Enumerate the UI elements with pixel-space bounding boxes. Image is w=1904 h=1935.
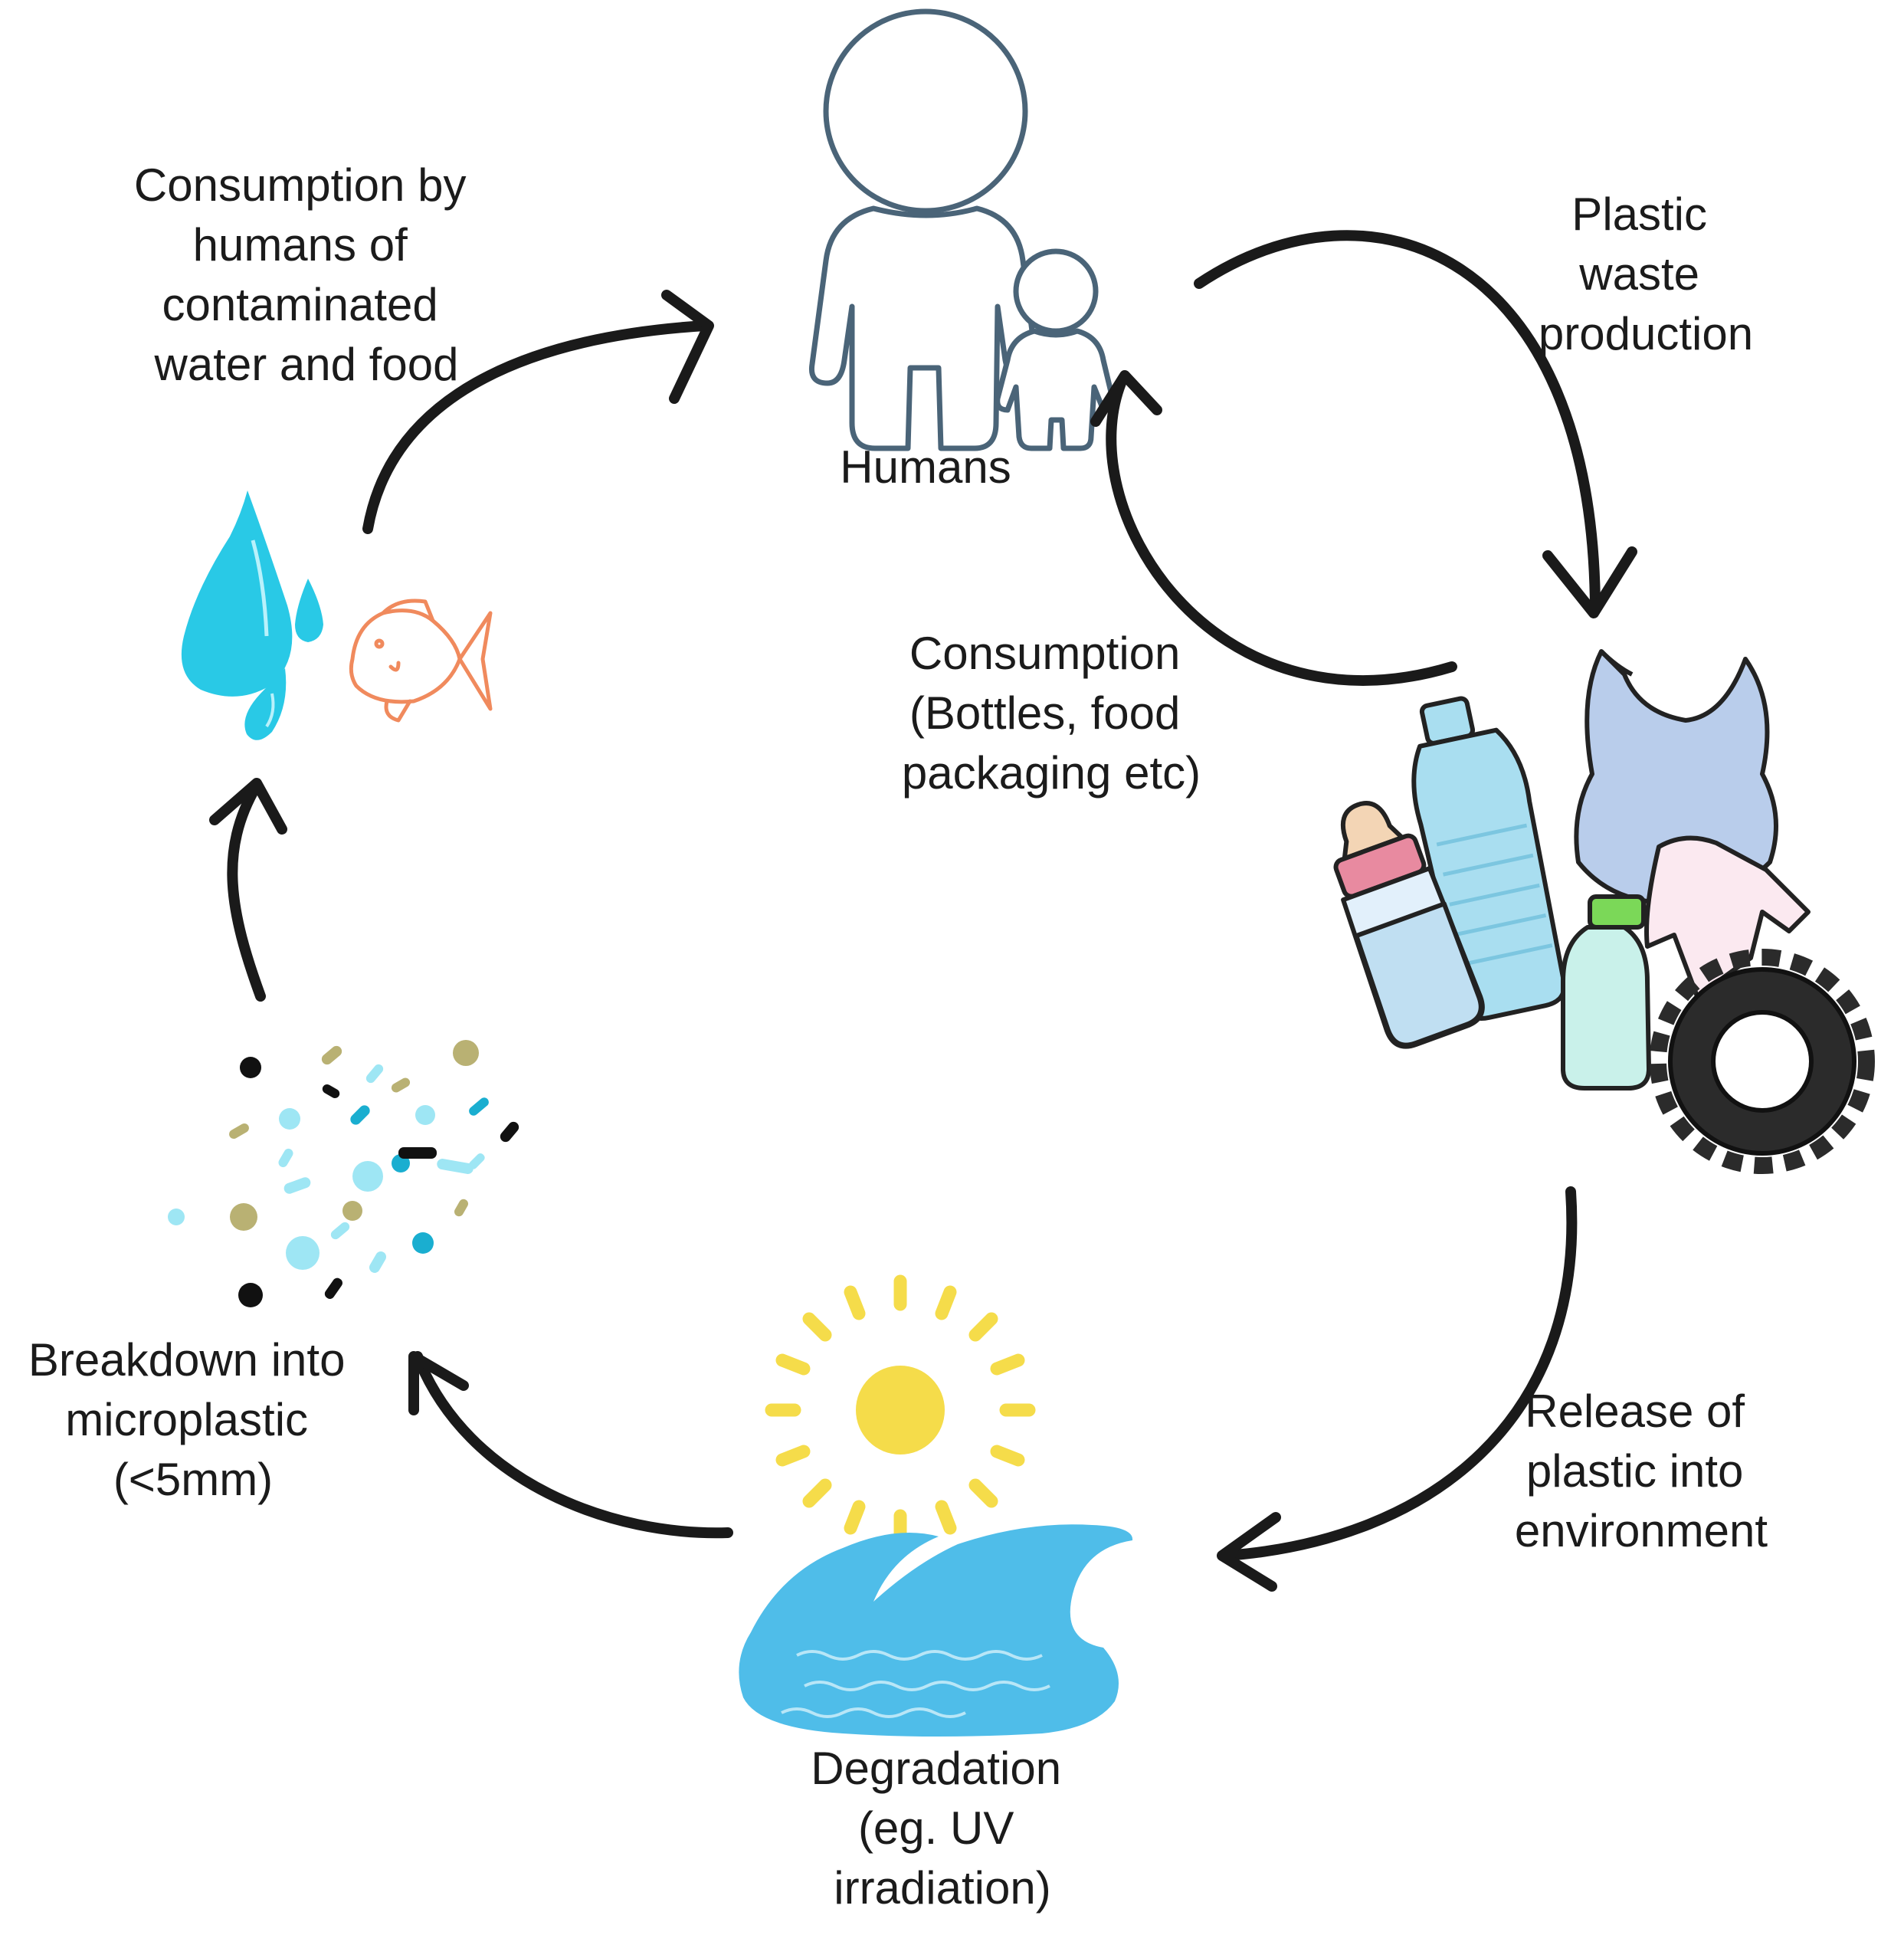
cycle-arrows bbox=[209, 230, 1637, 1592]
arrow-waste-to-environment bbox=[1221, 1186, 1578, 1561]
label-humans: Humans bbox=[840, 441, 1011, 493]
label-consumption-products: Consumption (Bottles, food packaging etc… bbox=[902, 628, 1201, 799]
wave-icon bbox=[739, 1524, 1133, 1737]
label-consumption-by-humans: Consumption by humans of contaminated wa… bbox=[134, 159, 479, 390]
tire-icon bbox=[1650, 949, 1875, 1174]
shirt-icon bbox=[1644, 835, 1811, 999]
arrow-waste-to-humans bbox=[1106, 374, 1457, 686]
water-drop-icon bbox=[181, 490, 323, 740]
label-breakdown-microplastic: Breakdown into microplastic (<5mm) bbox=[28, 1334, 358, 1505]
arrow-degradation-to-microplastic bbox=[412, 1351, 733, 1539]
baby-bottle-icon bbox=[1333, 801, 1485, 1049]
humans-icon bbox=[808, 8, 1116, 451]
fish-icon bbox=[349, 599, 493, 723]
plastic-waste-icon bbox=[1333, 649, 1875, 1174]
arrow-microplastic-to-water bbox=[227, 780, 266, 1002]
microplastic-icon bbox=[168, 1040, 519, 1307]
detergent-bottle-icon bbox=[1561, 894, 1651, 1090]
arrow-water-to-humans bbox=[362, 320, 710, 534]
label-release-into-environment: Release of plastic into environment bbox=[1515, 1386, 1768, 1556]
label-plastic-waste-production: Plastic waste production bbox=[1539, 189, 1753, 359]
sun-icon bbox=[765, 1274, 1036, 1546]
label-degradation: Degradation (eg. UV irradiation) bbox=[811, 1743, 1074, 1914]
plastic-bag-icon bbox=[1574, 649, 1778, 905]
arrow-humans-to-waste bbox=[1194, 230, 1601, 615]
